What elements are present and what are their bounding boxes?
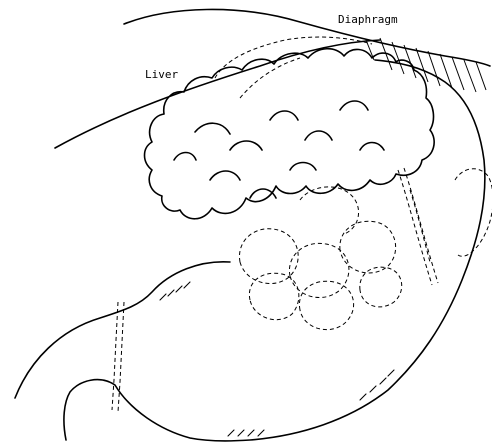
label-liver: Liver — [145, 68, 178, 81]
antrum-outline — [15, 262, 230, 398]
pylorus-dashed-line — [112, 302, 118, 410]
fundus-right-dashed — [455, 169, 492, 257]
stomach-outline — [64, 60, 485, 441]
right-vertical-dashed-2 — [404, 168, 438, 283]
lobulated-mass-outline — [145, 49, 435, 219]
right-vertical-dashed-1 — [398, 170, 432, 285]
right-vertical-dashed-3 — [410, 190, 430, 262]
fundus-dashed-inner — [240, 58, 300, 98]
mass-inner-lobes — [174, 101, 384, 198]
liver-edge-line — [55, 40, 380, 148]
mass-dashed-lobules — [239, 187, 401, 330]
label-diaphragm: Diaphragm — [338, 13, 398, 26]
curvature-ticks — [160, 282, 394, 436]
